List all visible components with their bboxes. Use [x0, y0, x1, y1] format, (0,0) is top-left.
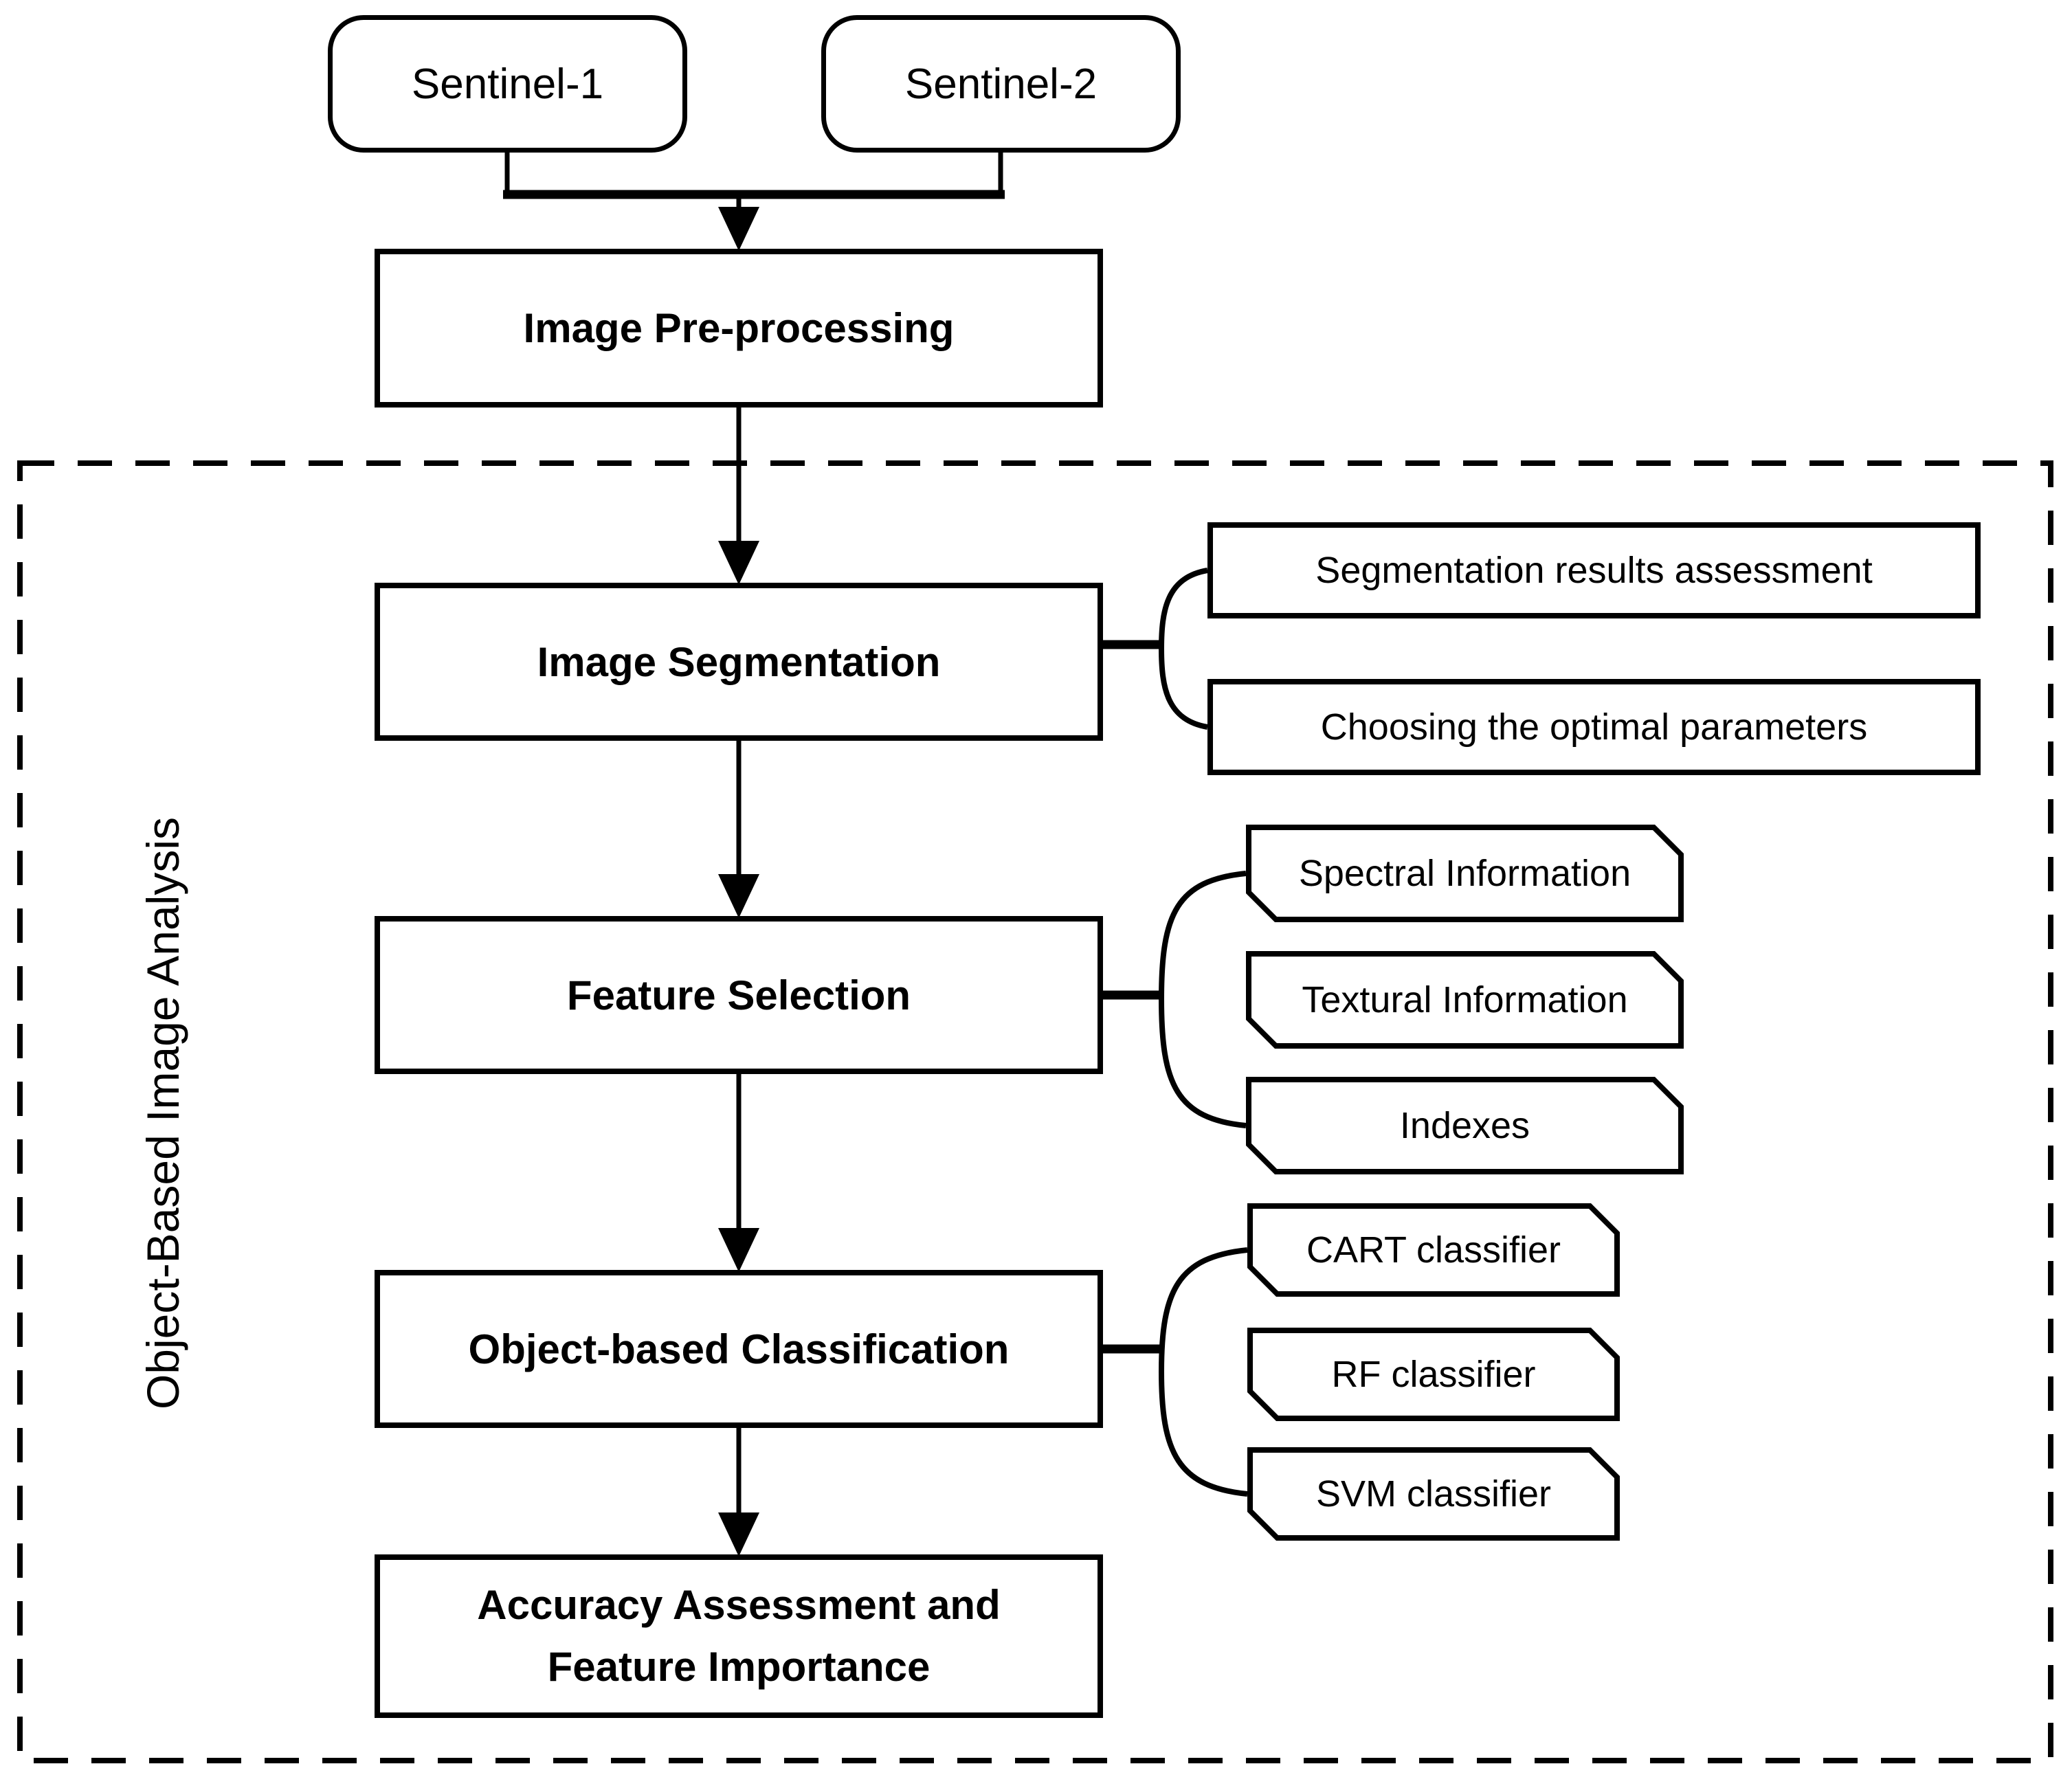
node-svm-classifier: SVM classifier — [1247, 1447, 1620, 1541]
node-label: SVM classifier — [1315, 1473, 1552, 1515]
node-label: Textural Information — [1302, 979, 1628, 1020]
node-label: Image Segmentation — [537, 638, 941, 685]
node-label: Accuracy Assessment and Feature Importan… — [477, 1574, 1000, 1698]
bracket-classification — [1158, 1247, 1248, 1497]
node-sentinel-1: Sentinel-1 — [328, 15, 687, 153]
node-image-segmentation: Image Segmentation — [375, 583, 1103, 741]
node-spectral-information-face: Spectral Information — [1251, 830, 1678, 917]
node-cart-classifier: CART classifier — [1247, 1203, 1620, 1297]
node-segmentation-results-assessment: Segmentation results assessment — [1207, 522, 1981, 618]
node-label: Sentinel-2 — [904, 60, 1098, 108]
arrowhead-classification — [718, 1228, 759, 1272]
node-feature-selection: Feature Selection — [375, 916, 1103, 1074]
node-label: Feature Selection — [566, 972, 911, 1018]
node-indexes-face: Indexes — [1251, 1082, 1678, 1169]
arrowhead-accuracy — [718, 1512, 759, 1556]
arrowhead-preprocessing — [718, 207, 759, 251]
node-choosing-optimal-parameters: Choosing the optimal parameters — [1207, 679, 1981, 775]
node-image-preprocessing: Image Pre-processing — [375, 249, 1103, 408]
node-spectral-information: Spectral Information — [1246, 825, 1684, 922]
node-object-based-classification: Object-based Classification — [375, 1270, 1103, 1428]
node-label: Choosing the optimal parameters — [1320, 706, 1868, 748]
node-rf-classifier: RF classifier — [1247, 1328, 1620, 1421]
node-sentinel-2: Sentinel-2 — [821, 15, 1181, 153]
node-label: RF classifier — [1331, 1354, 1536, 1395]
arrowhead-segmentation — [718, 541, 759, 585]
node-label: Spectral Information — [1298, 853, 1631, 894]
obia-container-label: Object-Based Image Analysis — [137, 817, 189, 1409]
accuracy-line-2: Feature Importance — [547, 1644, 931, 1690]
obia-dashed-border — [17, 460, 2053, 1763]
accuracy-line-1: Accuracy Assessment and — [477, 1582, 1001, 1628]
node-svm-classifier-face: SVM classifier — [1253, 1453, 1614, 1535]
node-rf-classifier-face: RF classifier — [1253, 1333, 1614, 1416]
bracket-feature-selection — [1158, 871, 1247, 1128]
node-cart-classifier-face: CART classifier — [1253, 1209, 1614, 1291]
node-label: Object-based Classification — [468, 1326, 1010, 1372]
node-textural-information: Textural Information — [1246, 951, 1684, 1049]
arrowhead-feature-selection — [718, 874, 759, 918]
node-label: CART classifier — [1306, 1229, 1561, 1271]
node-textural-information-face: Textural Information — [1251, 957, 1678, 1043]
node-indexes: Indexes — [1246, 1077, 1684, 1174]
node-label: Image Pre-processing — [523, 305, 955, 351]
node-label: Indexes — [1399, 1105, 1530, 1146]
node-label: Segmentation results assessment — [1315, 550, 1873, 591]
node-label: Sentinel-1 — [411, 60, 604, 108]
bracket-segmentation — [1158, 568, 1208, 730]
node-accuracy-assessment: Accuracy Assessment and Feature Importan… — [375, 1554, 1103, 1718]
obia-container-label-text: Object-Based Image Analysis — [137, 816, 188, 1410]
